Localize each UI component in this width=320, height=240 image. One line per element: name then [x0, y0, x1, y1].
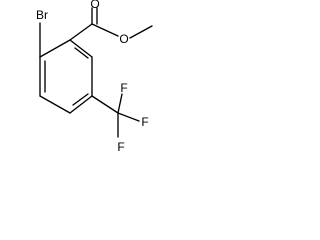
ring-bond-c4-c5	[69, 95, 93, 114]
ring-bond-c2-c3	[69, 39, 93, 58]
trifluoromethyl-right-bond	[117, 112, 140, 122]
fluorine-right-label: F	[141, 115, 148, 129]
bromine-label: Br	[36, 8, 48, 22]
trifluoromethyl-carbon-bond	[91, 95, 119, 114]
carbonyl-carbon-bond	[69, 23, 93, 41]
ring-bond-c1-c2	[39, 39, 71, 58]
fluorine-top-label: F	[120, 81, 127, 95]
methyl-bond	[129, 25, 153, 39]
ester-oxygen-label: O	[119, 32, 128, 46]
fluorine-bottom-label: F	[117, 140, 124, 154]
ring-bond-c5-c6	[39, 95, 71, 114]
trifluoromethyl-top-bond	[117, 93, 123, 114]
carbonyl-oxygen-label: O	[90, 0, 99, 11]
ester-oxygen-bond	[91, 23, 119, 37]
ring-double-bond-lower	[72, 93, 89, 106]
ring-double-bond-upper	[74, 47, 89, 59]
chemical-structure-diagram: Br O O F F F	[36, 0, 153, 154]
